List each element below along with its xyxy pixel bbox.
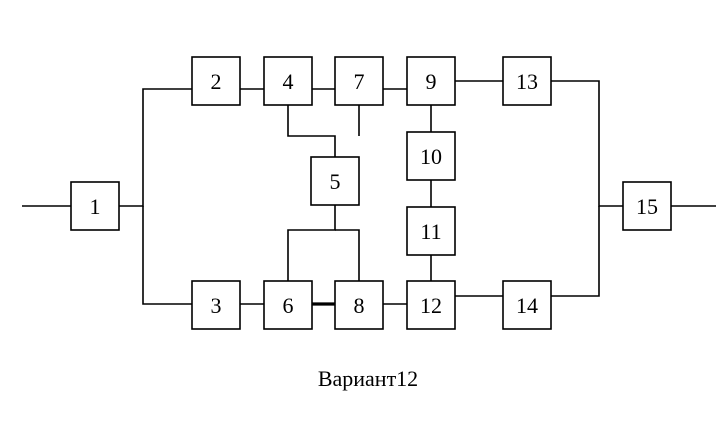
block-label: 2 [211, 69, 222, 94]
block-label: 9 [426, 69, 437, 94]
block-box [191, 280, 241, 330]
block-box [334, 280, 384, 330]
block-2: 2 [191, 56, 241, 106]
block-1: 1 [70, 181, 120, 231]
block-11: 11 [406, 206, 456, 256]
connection-1-2 [119, 88, 192, 207]
connection-5-6 [287, 205, 336, 281]
block-label: 12 [420, 293, 442, 318]
block-12: 12 [406, 280, 456, 330]
block-box [406, 280, 456, 330]
block-box [406, 56, 456, 106]
diagram-caption: Вариант12 [317, 366, 419, 391]
connection-5-8 [335, 229, 360, 281]
block-box [502, 280, 552, 330]
block-label: 10 [420, 144, 442, 169]
block-7: 7 [334, 56, 384, 106]
block-label: 6 [283, 293, 294, 318]
block-box [263, 280, 313, 330]
connection-1-3 [142, 206, 192, 305]
connection-14-15 [551, 206, 600, 297]
block-box [70, 181, 120, 231]
block-box [406, 131, 456, 181]
block-10: 10 [406, 131, 456, 181]
block-5: 5 [310, 156, 360, 206]
block-9: 9 [406, 56, 456, 106]
connection-lines [22, 80, 716, 306]
block-8: 8 [334, 280, 384, 330]
block-label: 1 [90, 194, 101, 219]
block-label: 13 [516, 69, 538, 94]
block-box [502, 56, 552, 106]
block-6: 6 [263, 280, 313, 330]
block-label: 5 [330, 169, 341, 194]
block-label: 3 [211, 293, 222, 318]
block-label: 14 [516, 293, 538, 318]
block-label: 7 [354, 69, 365, 94]
block-13: 13 [502, 56, 552, 106]
block-15: 15 [622, 181, 672, 231]
block-4: 4 [263, 56, 313, 106]
block-box [310, 156, 360, 206]
block-box [334, 56, 384, 106]
block-box [191, 56, 241, 106]
block-label: 8 [354, 293, 365, 318]
block-3: 3 [191, 280, 241, 330]
block-label: 11 [420, 219, 441, 244]
block-box [263, 56, 313, 106]
connection-13-15 [551, 80, 623, 207]
connection-4-5 [287, 105, 336, 157]
block-label: 15 [636, 194, 658, 219]
block-14: 14 [502, 280, 552, 330]
block-box [406, 206, 456, 256]
block-box [622, 181, 672, 231]
block-label: 4 [283, 69, 294, 94]
